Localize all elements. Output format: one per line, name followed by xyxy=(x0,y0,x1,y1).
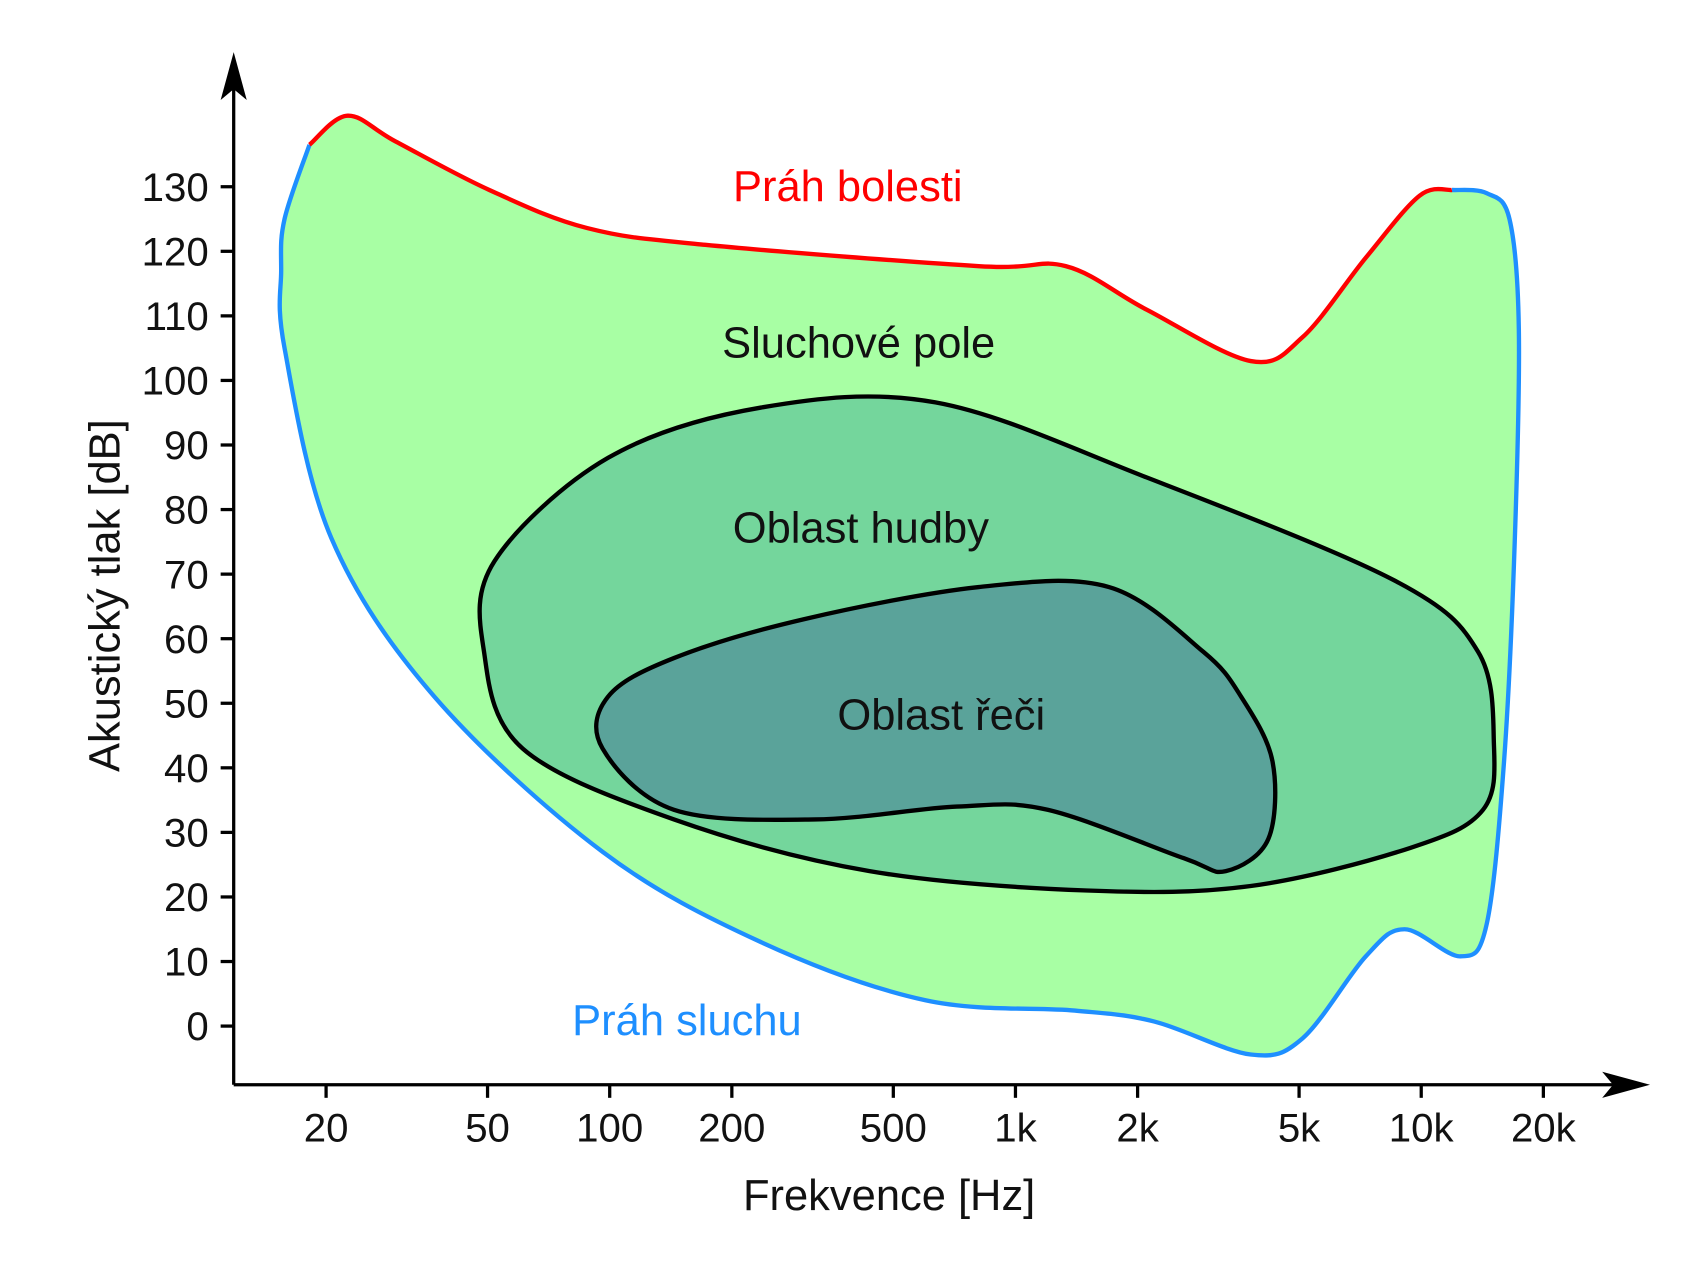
y-tick-label: 10 xyxy=(164,940,209,985)
y-tick-label: 60 xyxy=(164,617,209,662)
y-tick-label: 80 xyxy=(164,488,209,533)
y-tick-label: 120 xyxy=(142,229,209,274)
y-tick-label: 0 xyxy=(186,1004,208,1049)
y-tick-label: 30 xyxy=(164,811,209,856)
x-axis-label: Frekvence [Hz] xyxy=(743,1172,1035,1220)
hearing-threshold-label: Práh sluchu xyxy=(572,997,802,1045)
x-tick-label: 20 xyxy=(304,1105,349,1150)
y-tick-label: 90 xyxy=(164,423,209,468)
x-tick-label: 100 xyxy=(576,1105,643,1150)
y-tick-label: 130 xyxy=(142,165,209,210)
x-tick-label: 500 xyxy=(860,1105,927,1150)
x-tick-label: 50 xyxy=(465,1105,510,1150)
x-tick-label: 200 xyxy=(698,1105,765,1150)
music-region-label: Oblast hudby xyxy=(733,504,989,552)
speech-region-label: Oblast řeči xyxy=(837,691,1045,739)
hearing-field-label: Sluchové pole xyxy=(722,320,995,368)
x-axis-arrow xyxy=(1602,1071,1650,1098)
x-tick-label: 1k xyxy=(994,1105,1037,1150)
x-tick-label: 5k xyxy=(1278,1105,1321,1150)
y-axis-arrow xyxy=(220,52,247,100)
x-tick-label: 10k xyxy=(1389,1105,1455,1150)
y-tick-label: 70 xyxy=(164,552,209,597)
y-tick-label: 20 xyxy=(164,875,209,920)
y-tick-label: 100 xyxy=(142,359,209,404)
pain-threshold-line xyxy=(308,113,1453,365)
x-tick-label: 2k xyxy=(1116,1105,1159,1150)
x-tick-label: 20k xyxy=(1511,1105,1577,1150)
speech-region-area xyxy=(594,578,1278,875)
y-axis-label: Akustický tlak [dB] xyxy=(82,419,130,772)
y-tick-label: 40 xyxy=(164,746,209,791)
pain-threshold-label: Práh bolesti xyxy=(733,163,963,211)
y-tick-label: 110 xyxy=(145,294,209,339)
hearing-threshold-line xyxy=(277,144,1522,1058)
y-tick-label: 50 xyxy=(164,681,209,726)
